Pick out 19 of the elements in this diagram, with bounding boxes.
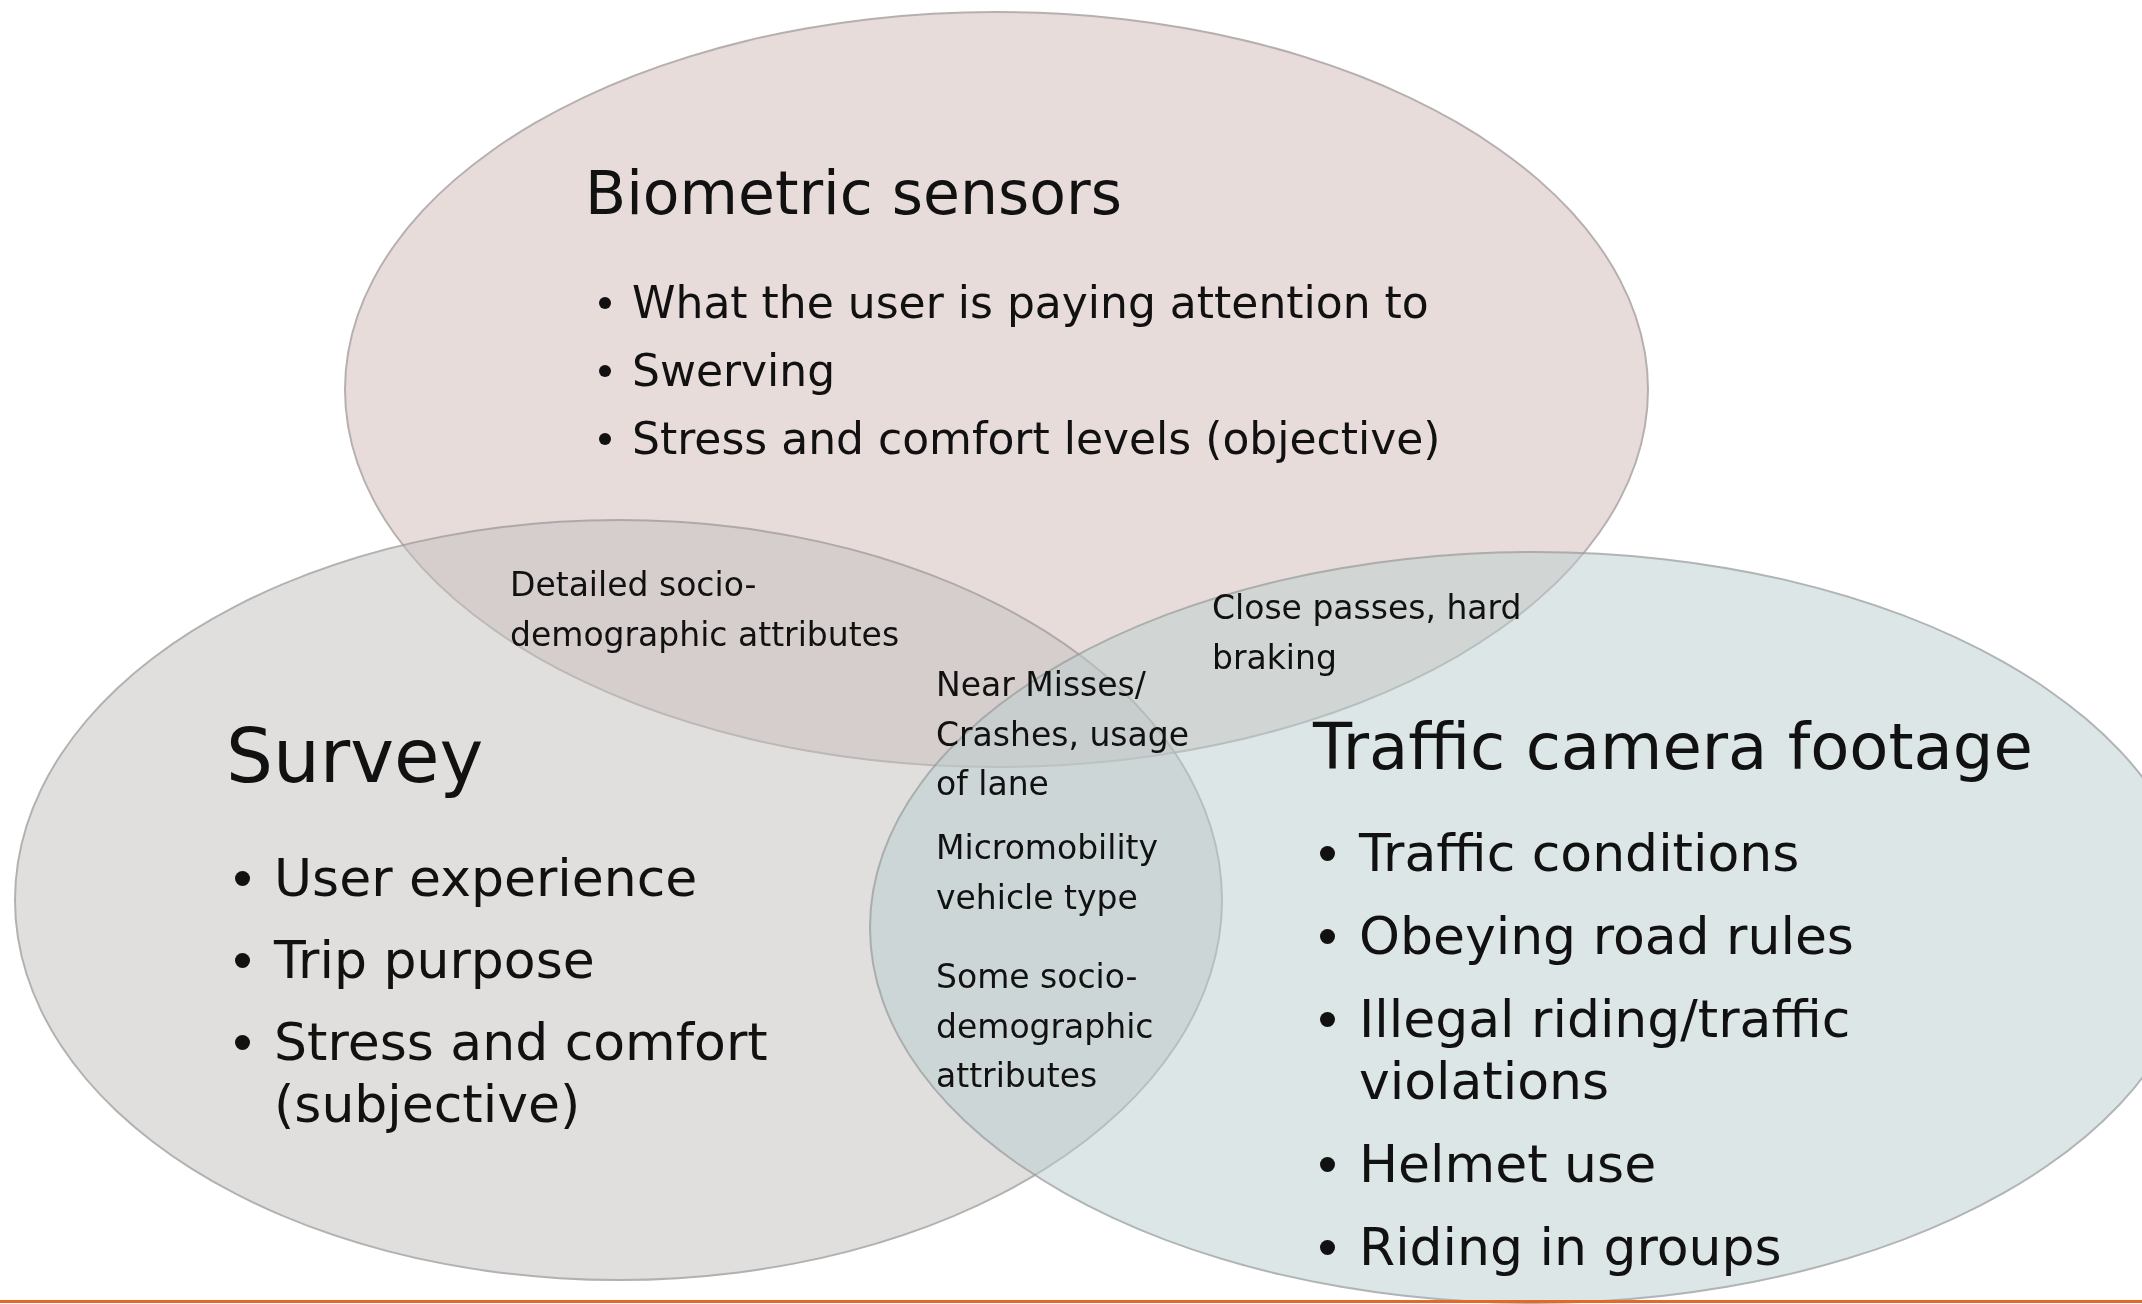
section-heading: Survey: [226, 712, 484, 801]
bullet-text: Traffic conditions: [1359, 822, 1800, 885]
overlap-text: Some socio-demographic attributes: [936, 956, 1155, 1097]
overlap-text: Micromobility vehicle type: [936, 827, 1160, 919]
section-heading: Traffic camera footage: [1313, 709, 2033, 786]
overlap-text: Close passes, hard braking: [1212, 587, 1523, 679]
bullet-text: Illegal riding/traffic violations: [1359, 988, 1852, 1113]
overlap-text: Detailed socio-demographic attributes: [510, 564, 901, 656]
bullet-text: What the user is paying attention to: [632, 277, 1429, 330]
bullet-text: Obeying road rules: [1359, 905, 1854, 968]
bullet-text: Trip purpose: [274, 929, 595, 992]
section-heading: Biometric sensors: [585, 157, 1122, 229]
bullet-text: Helmet use: [1359, 1133, 1657, 1196]
bullet-text: Swerving: [632, 345, 836, 398]
bullet-text: Stress and comfort (subjective): [274, 1011, 769, 1136]
bullet-text: Riding in groups: [1359, 1216, 1782, 1279]
bullet-text: User experience: [274, 847, 698, 910]
overlap-text: Near Misses/ Crashes, usage of lane: [936, 664, 1190, 805]
bullet-text: Stress and comfort levels (objective): [632, 413, 1441, 466]
